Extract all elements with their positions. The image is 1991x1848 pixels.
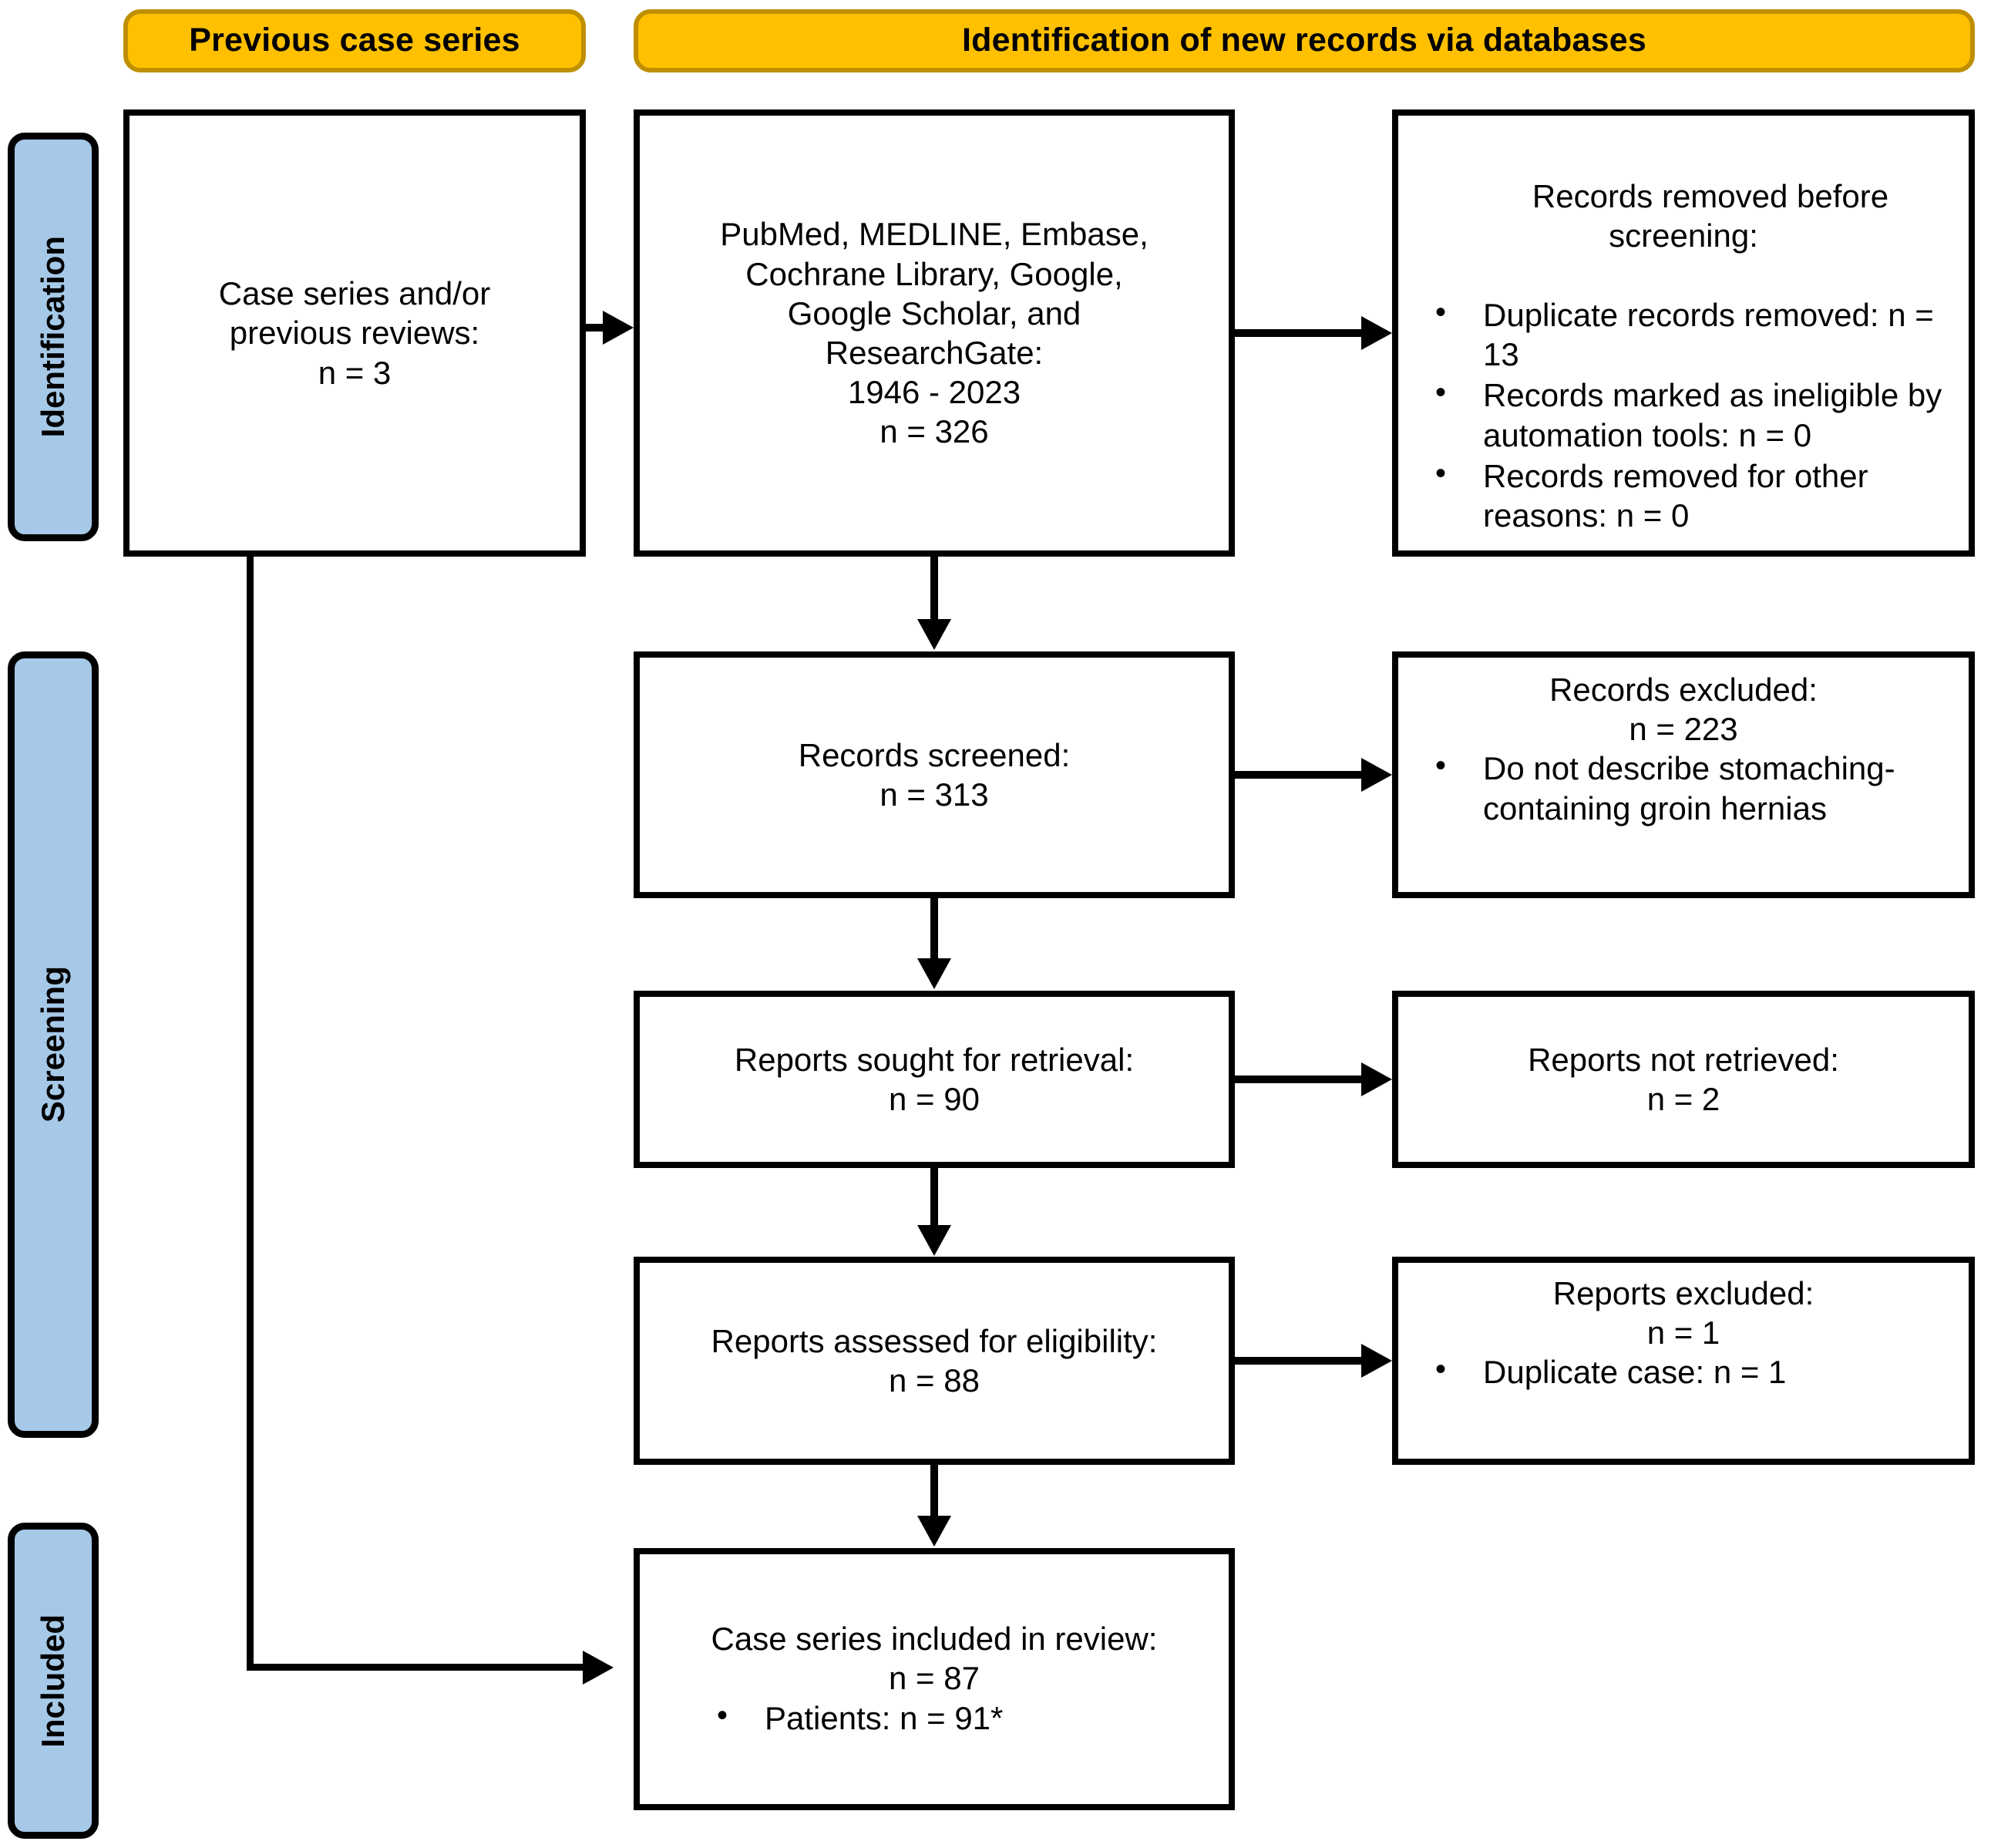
records-excluded-line-2: n = 223: [1629, 711, 1738, 748]
connector-previous-to-databases: [586, 324, 606, 332]
included-review-bullet-1: Patients: n = 91*: [694, 1697, 1215, 1738]
reports-sought-line-1: Reports sought for retrieval:: [734, 1041, 1135, 1078]
connector-databases-to-records-removed: [1235, 329, 1364, 337]
stage-tab-identification-label: Identification: [35, 236, 71, 438]
box-previous-case-series: Case series and/or previous reviews: n =…: [123, 109, 586, 557]
box-reports-sought-for-retrieval: Reports sought for retrieval: n = 90: [634, 991, 1235, 1168]
box-reports-excluded: Reports excluded: n = 1 Duplicate case: …: [1392, 1257, 1975, 1465]
included-review-line-1: Case series included in review:: [711, 1621, 1158, 1658]
databases-line-5: 1946 - 2023: [847, 374, 1021, 411]
connector-screened-to-sought: [930, 898, 938, 961]
reports-not-retrieved-line-1: Reports not retrieved:: [1528, 1041, 1839, 1078]
banner-previous-case-series: Previous case series: [123, 9, 586, 72]
box-case-series-included-in-review: Case series included in review: n = 87 P…: [634, 1548, 1235, 1810]
banner-identification-databases: Identification of new records via databa…: [634, 9, 1975, 72]
arrowhead-sought-to-assessed: [917, 1225, 951, 1256]
banner-previous-case-series-label: Previous case series: [189, 22, 520, 59]
arrowhead-databases-to-records-removed: [1361, 316, 1392, 350]
records-removed-heading-colon: :: [1749, 217, 1758, 254]
included-review-line-2: n = 87: [889, 1660, 980, 1697]
arrowhead-previous-to-databases: [603, 311, 634, 345]
records-removed-heading: Records removed before screening:: [1412, 137, 1955, 295]
stage-tab-included: Included: [8, 1523, 99, 1839]
reports-assessed-line-1: Reports assessed for eligibility:: [711, 1322, 1158, 1359]
reports-assessed-line-2: n = 88: [889, 1362, 980, 1399]
stage-tab-included-label: Included: [35, 1614, 71, 1748]
reports-excluded-line-1: Reports excluded:: [1552, 1275, 1814, 1311]
reports-sought-line-2: n = 90: [889, 1081, 980, 1117]
records-removed-heading-part1: Records removed: [1532, 178, 1798, 215]
stage-tab-identification: Identification: [8, 133, 99, 541]
included-review-bullets: Patients: n = 91*: [694, 1697, 1215, 1739]
previous-case-series-line-1: Case series and/or: [218, 275, 491, 312]
records-screened-line-2: n = 313: [879, 776, 989, 813]
databases-line-2: Cochrane Library, Google,: [745, 255, 1123, 292]
connector-screened-to-excluded: [1235, 771, 1364, 779]
databases-line-1: PubMed, MEDLINE, Embase,: [720, 216, 1149, 253]
records-removed-heading-em: before: [1797, 178, 1889, 215]
reports-excluded-bullet-1: Duplicate case: n = 1: [1412, 1351, 1955, 1392]
records-removed-bullet-3: Records removed for other reasons: n = 0: [1412, 455, 1955, 535]
records-excluded-bullets: Do not describe stomaching-containing gr…: [1412, 747, 1955, 829]
box-records-excluded: Records excluded: n = 223 Do not describ…: [1392, 651, 1975, 898]
databases-line-4: ResearchGate:: [825, 335, 1044, 371]
connector-previous-elbow-horizontal: [247, 1664, 586, 1671]
arrowhead-screened-to-sought: [917, 958, 951, 989]
previous-case-series-line-2: previous reviews:: [229, 315, 480, 352]
databases-line-3: Google Scholar, and: [787, 295, 1081, 332]
connector-sought-to-not-retrieved: [1235, 1075, 1364, 1083]
arrowhead-databases-to-screened: [917, 619, 951, 650]
arrowhead-assessed-to-included: [917, 1516, 951, 1547]
connector-databases-to-screened: [930, 557, 938, 622]
stage-tab-screening-label: Screening: [35, 966, 71, 1123]
box-records-removed-before-screening: Records removed before screening: Duplica…: [1392, 109, 1975, 557]
box-databases-searched: PubMed, MEDLINE, Embase, Cochrane Librar…: [634, 109, 1235, 557]
reports-excluded-line-2: n = 1: [1646, 1314, 1720, 1351]
reports-not-retrieved-line-2: n = 2: [1646, 1081, 1720, 1117]
arrowhead-screened-to-excluded: [1361, 758, 1392, 792]
arrowhead-assessed-to-excluded: [1361, 1344, 1392, 1378]
connector-assessed-to-excluded: [1235, 1357, 1364, 1365]
records-removed-bullet-1: Duplicate records removed: n = 13: [1412, 294, 1955, 374]
connector-sought-to-assessed: [930, 1168, 938, 1228]
databases-line-6: n = 326: [879, 413, 989, 450]
connector-previous-elbow-vertical: [247, 557, 254, 1671]
reports-excluded-bullets: Duplicate case: n = 1: [1412, 1351, 1955, 1393]
box-records-screened: Records screened: n = 313: [634, 651, 1235, 898]
records-excluded-line-1: Records excluded:: [1549, 672, 1818, 708]
banner-identification-databases-label: Identification of new records via databa…: [962, 22, 1646, 59]
records-removed-bullet-2: Records marked as ineligible by automati…: [1412, 374, 1955, 454]
records-removed-heading-em2: screening: [1609, 217, 1750, 254]
box-reports-assessed-for-eligibility: Reports assessed for eligibility: n = 88: [634, 1257, 1235, 1465]
stage-tab-screening: Screening: [8, 651, 99, 1438]
connector-assessed-to-included: [930, 1465, 938, 1519]
arrowhead-sought-to-not-retrieved: [1361, 1062, 1392, 1096]
previous-case-series-line-3: n = 3: [318, 354, 392, 391]
box-reports-not-retrieved: Reports not retrieved: n = 2: [1392, 991, 1975, 1168]
records-screened-line-1: Records screened:: [798, 736, 1071, 773]
arrowhead-previous-to-included: [583, 1651, 614, 1685]
records-removed-bullets: Duplicate records removed: n = 13 Record…: [1412, 294, 1955, 537]
records-excluded-bullet-1: Do not describe stomaching-containing gr…: [1412, 747, 1955, 827]
